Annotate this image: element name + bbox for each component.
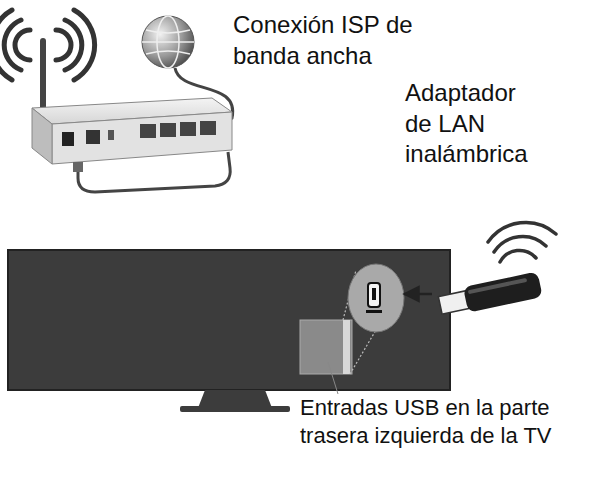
usb-dongle [438, 271, 543, 318]
label-text: Conexión ISP de banda ancha [233, 10, 463, 71]
antenna [40, 38, 46, 118]
cable-plug [73, 162, 83, 172]
wifi-waves [0, 10, 95, 80]
tv [8, 250, 450, 412]
lan-cable [78, 152, 230, 192]
insert-arrow [404, 293, 432, 296]
label-text: Entradas USB en la parte trasera izquier… [300, 394, 572, 450]
label-text: Adaptador de LAN inalámbrica [405, 78, 545, 170]
leader-line [328, 362, 338, 394]
usb-port-zoom [348, 264, 404, 332]
router [32, 98, 232, 164]
globe-icon [142, 16, 194, 68]
wifi-waves [488, 223, 556, 262]
